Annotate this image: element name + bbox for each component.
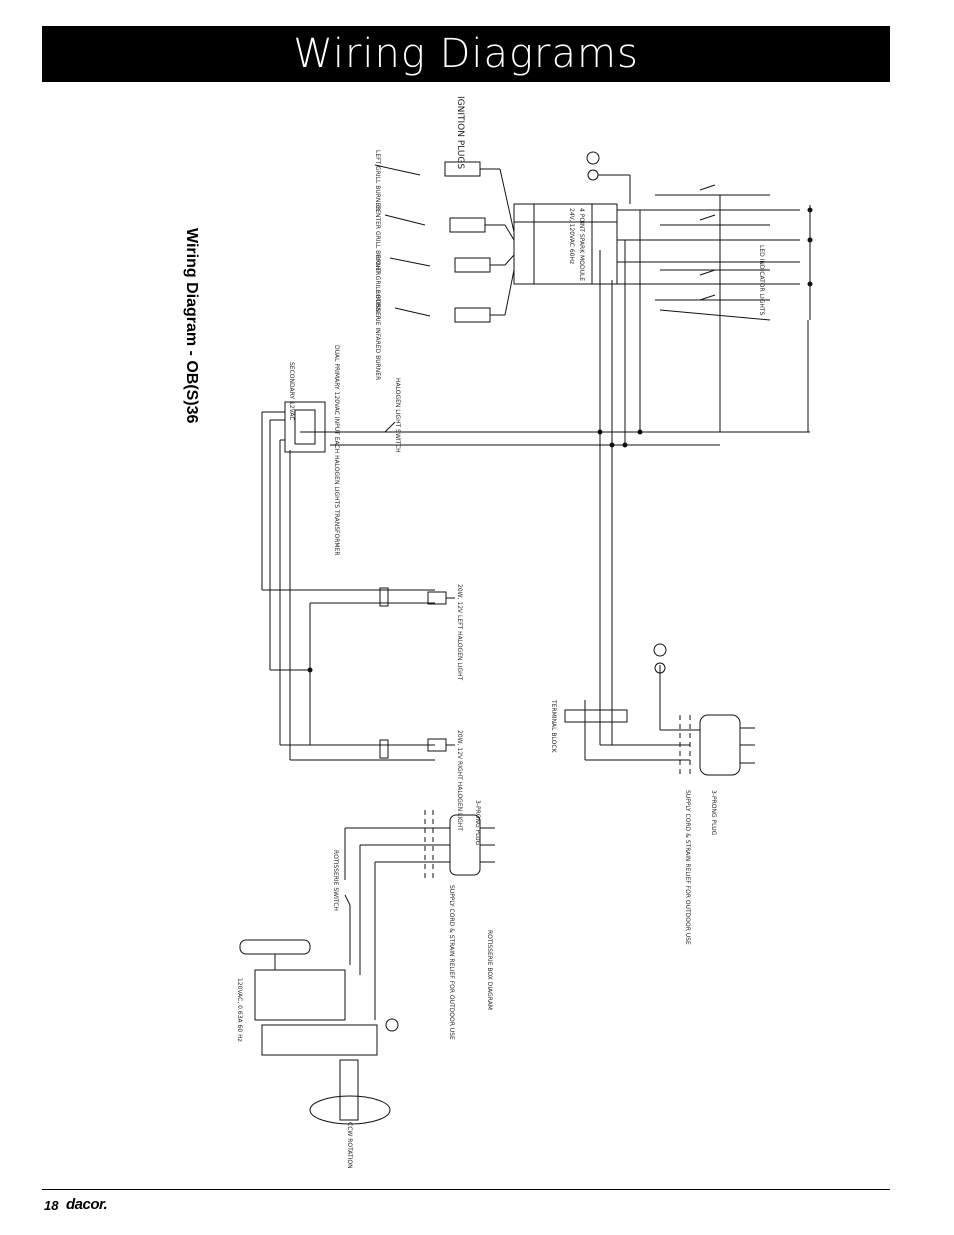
three-prong-plug-label-2: 3-PRONG PLUG — [474, 800, 481, 846]
left-grill-burner-label: LEFT GRILL BURNER — [374, 150, 381, 210]
led-lights-label: LED INDICATOR LIGHTS — [758, 245, 765, 316]
page-title: Wiring Diagrams — [293, 31, 639, 77]
terminal-block-label: TERMINAL BLOCK — [550, 699, 557, 754]
rotisserie-switch-label: ROTISSERIE SWITCH — [332, 850, 339, 911]
three-prong-plug-label: 3-PRONG PLUG — [710, 790, 717, 836]
left-halogen-label: 20W, 12V LEFT HALOGEN LIGHT — [456, 584, 463, 681]
transformer-label: DUAL PRIMARY 120VAC INPUT EACH HALOGEN L… — [333, 345, 340, 556]
spark-module-label: 4 POINT SPARK MODULE — [578, 208, 585, 281]
rotisserie-box-label: ROTISSERIE BOX DIAGRAM — [486, 930, 493, 1010]
footer-divider — [42, 1189, 890, 1190]
header-banner: Wiring Diagrams — [42, 26, 890, 82]
page-number: 18 — [44, 1198, 59, 1213]
spark-rating-label: 24V, 120VAC 60Hz — [568, 208, 575, 264]
motor-rating-label: 120VAC, 0.63A 60 Hz — [236, 978, 243, 1042]
secondary-label: SECONDARY 12VAC — [288, 362, 295, 421]
halogen-switch-label: HALOGEN LIGHT SWITCH — [394, 378, 401, 453]
right-grill-burner-label: RIGHT GRILL BURNER — [374, 255, 381, 320]
right-halogen-label: 20W, 12V RIGHT HALOGEN LIGHT — [456, 730, 463, 831]
ignition-plugs-label: IGNITION PLUGS — [455, 96, 465, 169]
supply-cord-label-2: SUPPLY CORD & STRAIN RELIEF FOR OUTDOOR … — [448, 885, 455, 1040]
center-grill-burner-label: CENTER GRILL BURNER — [374, 205, 381, 275]
supply-cord-label: SUPPLY CORD & STRAIN RELIEF FOR OUTDOOR … — [684, 790, 691, 945]
brand-logo: dacor. — [66, 1196, 108, 1213]
rotisserie-burner-label: ROTISSERIE INFARED BURNER — [374, 290, 381, 380]
ccw-rotation-label: CCW ROTATION — [346, 1122, 353, 1169]
